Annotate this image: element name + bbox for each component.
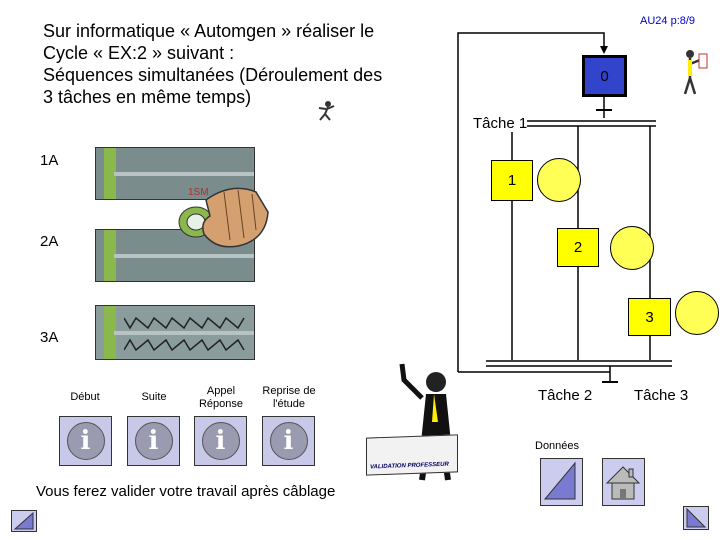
step-1-action-indicator [537,158,581,202]
resume-button[interactable]: i [262,416,315,466]
cylinder-2a-label: 2A [40,233,59,250]
call-button-label: Appel Réponse [198,385,244,410]
instruction-line-3: Séquences simultanées (Déroulement des [43,65,383,85]
info-icon: i [201,422,240,460]
previous-page-button[interactable] [11,510,37,532]
triangle-right-icon [686,507,707,528]
task2-label: Tâche 2 [538,387,593,404]
home-icon [605,466,641,500]
hand-pressing-button-icon [178,187,269,248]
step-3-action-indicator [675,291,719,335]
valve-label: 1SM [188,187,209,198]
start-button-label: Début [70,391,100,403]
next-page-button[interactable] [683,506,709,530]
info-icon: i [134,422,173,460]
info-icon: i [66,422,105,460]
info-icon: i [269,422,308,460]
page-number: AU24 p:8/9 [640,15,696,27]
grafcet-step-2: 2 [557,228,599,267]
footer-instruction: Vous ferez valider votre travail après c… [36,483,336,500]
task3-label: Tâche 3 [634,387,689,404]
step-2-action-indicator [610,226,654,270]
next-button[interactable]: i [127,416,180,466]
cylinder-3a [95,305,255,360]
instruction-text: Sur informatique « Automgen » réaliser l… [43,20,443,108]
man-with-sign-icon [683,50,708,95]
data-label: Données [535,440,580,452]
grafcet-step-3: 3 [628,298,671,336]
running-figure-icon [318,101,335,121]
home-button[interactable] [602,458,645,506]
instruction-line-4: 3 tâches en même temps) [43,87,252,107]
instruction-line-1: Sur informatique « Automgen » réaliser l… [43,21,375,41]
cylinder-1a [95,147,255,200]
next-button-label: Suite [141,391,167,403]
triangle-back-icon [543,461,576,500]
call-button[interactable]: i [194,416,247,466]
data-button[interactable] [540,458,583,506]
start-button[interactable]: i [59,416,112,466]
instruction-line-2: Cycle « EX:2 » suivant : [43,43,235,63]
triangle-left-icon [13,511,34,530]
cylinder-1a-label: 1A [40,152,59,169]
task1-label: Tâche 1 [473,115,528,132]
spring-icon [124,316,245,352]
cylinder-3a-label: 3A [40,329,59,346]
grafcet-step-1: 1 [491,160,533,201]
resume-button-label: Reprise de l'étude [262,385,316,410]
grafcet-initial-step: 0 [582,55,627,97]
